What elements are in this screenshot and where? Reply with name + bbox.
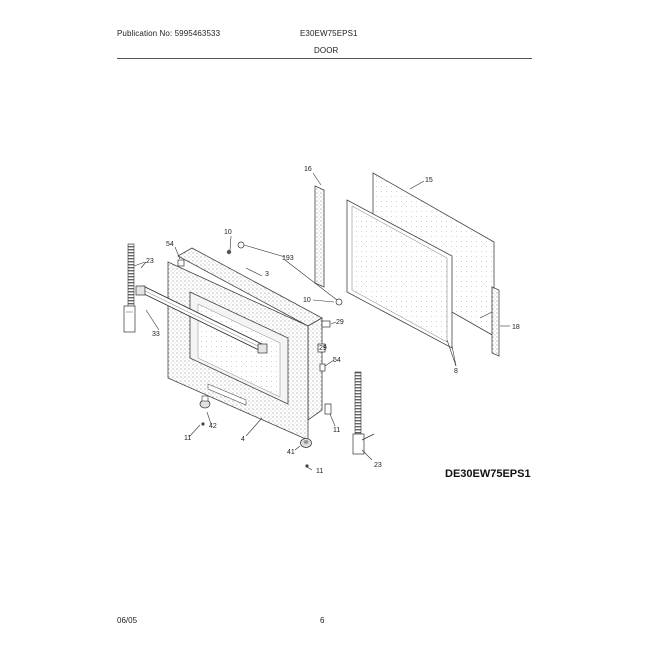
clip-54-left — [177, 259, 185, 267]
publication-number: Publication No: 5995463533 — [117, 29, 221, 38]
bumper-42 — [199, 395, 211, 409]
section-title: DOOR — [314, 46, 339, 55]
washer-193-right — [335, 298, 343, 306]
callout-29-upper: 29 — [336, 319, 344, 326]
callout-11-right: 11 — [333, 427, 340, 434]
door-badge-plate — [207, 383, 247, 406]
leader-lines — [133, 172, 510, 471]
screw-10-top — [226, 249, 232, 255]
callout-16: 16 — [304, 166, 312, 173]
callout-54-right: 54 — [333, 357, 341, 364]
header-divider — [117, 58, 532, 59]
model-number: E30EW75EPS1 — [300, 29, 358, 38]
screw-11-left — [201, 422, 205, 426]
callout-10-right: 10 — [303, 297, 311, 304]
bracket-11-right — [324, 403, 332, 415]
diagram-code: DE30EW75EPS1 — [445, 468, 531, 480]
callout-42: 42 — [209, 423, 217, 430]
trim-clip — [479, 311, 493, 319]
callout-23-right: 23 — [374, 462, 382, 469]
callout-54-left: 54 — [166, 241, 174, 248]
right-side-trim — [491, 286, 500, 357]
inner-glass-panel-face — [351, 205, 448, 343]
clip-29-lower — [317, 343, 326, 353]
callout-11-bottom: 11 — [316, 468, 323, 475]
door-handle — [135, 285, 268, 354]
footer-date: 06/05 — [117, 616, 138, 625]
callout-8: 8 — [454, 368, 458, 375]
callout-4: 4 — [241, 436, 245, 443]
callout-29-lower: 29 — [319, 345, 327, 352]
callout-11-left: 11 — [184, 435, 191, 442]
page-number: 6 — [320, 616, 325, 625]
callout-3: 3 — [265, 271, 269, 278]
screw-11-bottom — [305, 464, 309, 468]
callout-15: 15 — [425, 177, 433, 184]
callout-18: 18 — [512, 324, 520, 331]
callout-41: 41 — [287, 449, 295, 456]
washer-193-top — [237, 241, 245, 249]
callout-23-left: 23 — [146, 258, 154, 265]
bumper-41 — [300, 438, 312, 448]
left-hinge — [123, 243, 136, 333]
clip-54-right — [319, 363, 326, 372]
right-hinge — [352, 371, 375, 455]
callout-33: 33 — [152, 331, 160, 338]
callout-10-top: 10 — [224, 229, 232, 236]
callout-193: 193 — [282, 255, 294, 262]
left-side-trim — [314, 185, 325, 288]
clip-29-upper — [321, 320, 331, 328]
